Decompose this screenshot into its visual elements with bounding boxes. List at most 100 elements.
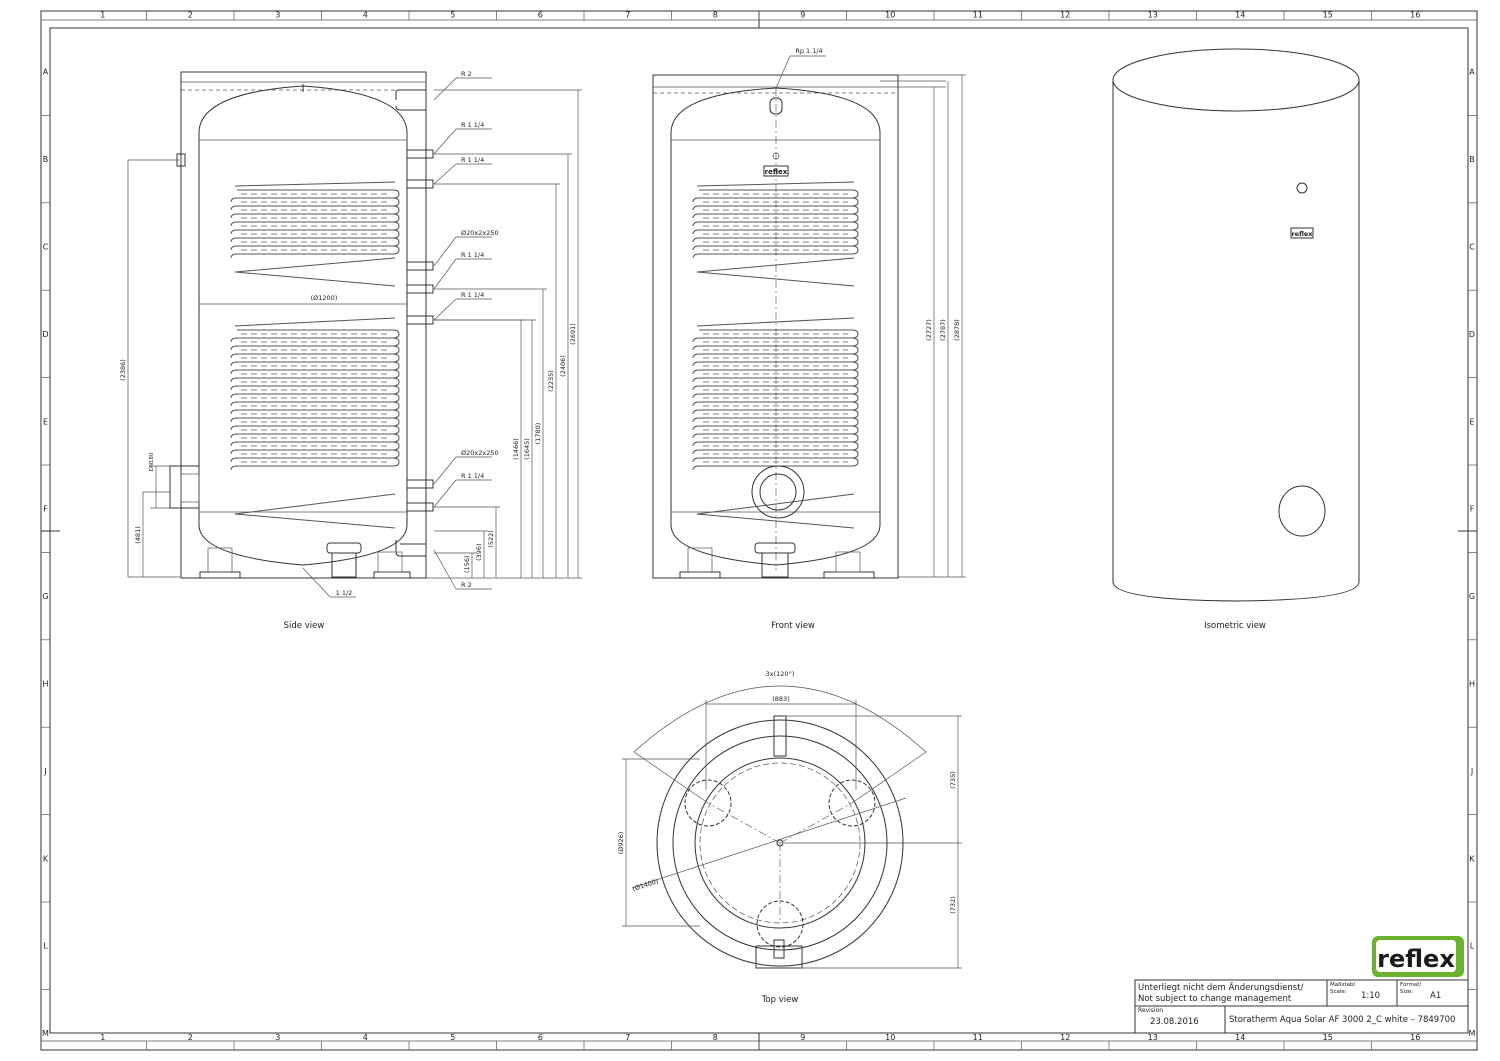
coil-turn [230,329,400,343]
coil-turn [230,353,400,367]
grid-row-label-right-M: M [1469,1029,1476,1038]
front-flange-inner [759,473,797,511]
label-front-top-connection: Rp 1 1/4 [795,47,822,55]
grid-col-label-top-14: 14 [1235,11,1245,20]
coil-turn [692,425,859,439]
grid-row-label-right-K: K [1469,854,1475,863]
grid-col-label-bottom-4: 4 [363,1033,368,1042]
coil-turn [230,369,400,383]
coil-turn [230,433,400,447]
label-side-connection: R 1 1/4 [461,251,484,259]
grid-row-label-right-G: G [1469,592,1475,601]
label-side-connection: Ø20x2x250 [461,229,499,237]
grid-row-label-right-L: L [1470,942,1475,951]
coil-turn [230,393,400,407]
coil-turn [230,345,400,359]
coil-return [234,493,396,529]
dim-label-side-right: (156) [463,556,471,573]
reflex-logo: reflex [1372,936,1464,977]
coil-turn [230,417,400,431]
front-logo-plate [763,165,789,177]
dim-label-angle: 3x(120°) [766,670,795,678]
grid-col-label-bottom-6: 6 [538,1033,543,1042]
grid-col-label-top-8: 8 [713,11,718,20]
nozzle-sensor-2 [406,479,434,489]
coil-turn [230,425,400,439]
coil-turn [230,401,400,415]
coil-turn [692,361,859,375]
dim-label-side-right: (1645) [523,438,531,460]
front-foot-left-leg [687,547,713,573]
coil-turn [230,189,400,203]
grid-row-label-left-H: H [42,680,48,689]
dim-label-side-right: (1466) [512,438,520,460]
grid-row-label-right-C: C [1469,243,1475,252]
side-bottom-outlet-flange [326,542,362,554]
coil-turn [230,409,400,423]
coil-return [696,257,855,287]
caption-side-view: Side view [284,621,325,631]
leader-side-connection [433,163,457,185]
grid-col-label-top-9: 9 [800,11,805,20]
format-label: Format/ Size: [1400,982,1422,995]
nozzle-r2-top [395,89,427,111]
top-nozzle-1 [684,779,732,827]
label-side-connection: Ø20x2x250 [461,449,499,457]
dim-label-2727: (2727) [925,319,933,341]
iso-flange [1278,485,1326,537]
dim-label-side-right: (2235) [547,370,555,392]
iso-logo-plate [1290,227,1314,239]
side-foot-left-leg [207,547,233,573]
coil-turn [692,385,859,399]
dim-label-1400: (Ø1400) [631,877,659,893]
leader-side-connection [433,479,457,508]
coil-turn [692,353,859,367]
coil-turn [692,433,859,447]
scale-label: Maßstab/ Scale: [1330,982,1356,995]
side-flange-inner [180,473,200,503]
dim-label-side-right: (396) [475,543,483,560]
dim-label-side-right: (2406) [559,355,567,377]
grid-col-label-top-4: 4 [363,11,368,20]
front-foot-right [823,571,875,579]
coil-turn [692,221,859,235]
coil-turn [692,377,859,391]
front-top-fitting [769,97,783,115]
nozzle-r114-1 [406,149,434,159]
top-view: 3x(120°) (883) (735) (732) (Ø926) (Ø1400… [617,670,962,1005]
grid-col-label-top-10: 10 [885,11,895,20]
dim-arc-ext-right [851,751,927,804]
label-side-connection: R 2 [461,70,472,78]
front-bottom-outlet-flange [754,542,796,554]
grid-col-label-bottom-7: 7 [625,1033,630,1042]
dim-label-side-right: (2691) [569,323,577,345]
grid-row-label-left-L: L [43,942,48,951]
grid-col-label-bottom-15: 15 [1323,1033,1333,1042]
coil-turn [230,361,400,375]
grid-col-label-top-11: 11 [973,11,983,20]
grid-row-label-right-D: D [1469,330,1475,339]
nozzle-r114-4 [406,315,434,325]
leader-side-connection [433,77,457,101]
top-bottom-pipe-box [755,945,803,969]
side-bottom-outlet [331,552,357,578]
coil-lead [234,317,396,327]
title-block [1134,979,1469,1034]
grid-col-label-top-3: 3 [275,11,280,20]
label-side-connection: R 2 [461,581,472,589]
label-bottom-connection: 1 1/2 [336,589,353,597]
grid-col-label-bottom-12: 12 [1060,1033,1070,1042]
dim-arc-ext-left [633,751,709,804]
leader-side-connection [433,456,457,485]
grid-col-label-bottom-5: 5 [450,1033,455,1042]
coil-turn [230,441,400,455]
coil-turn [230,385,400,399]
grid-col-label-top-6: 6 [538,11,543,20]
coil-turn [230,237,400,251]
leader-side-connection [433,128,457,155]
front-bottom-outlet [761,552,789,578]
front-foot-left [679,571,721,579]
dim-label-735: (735) [949,771,957,788]
coil-turn [692,449,859,463]
coil-turn [692,369,859,383]
